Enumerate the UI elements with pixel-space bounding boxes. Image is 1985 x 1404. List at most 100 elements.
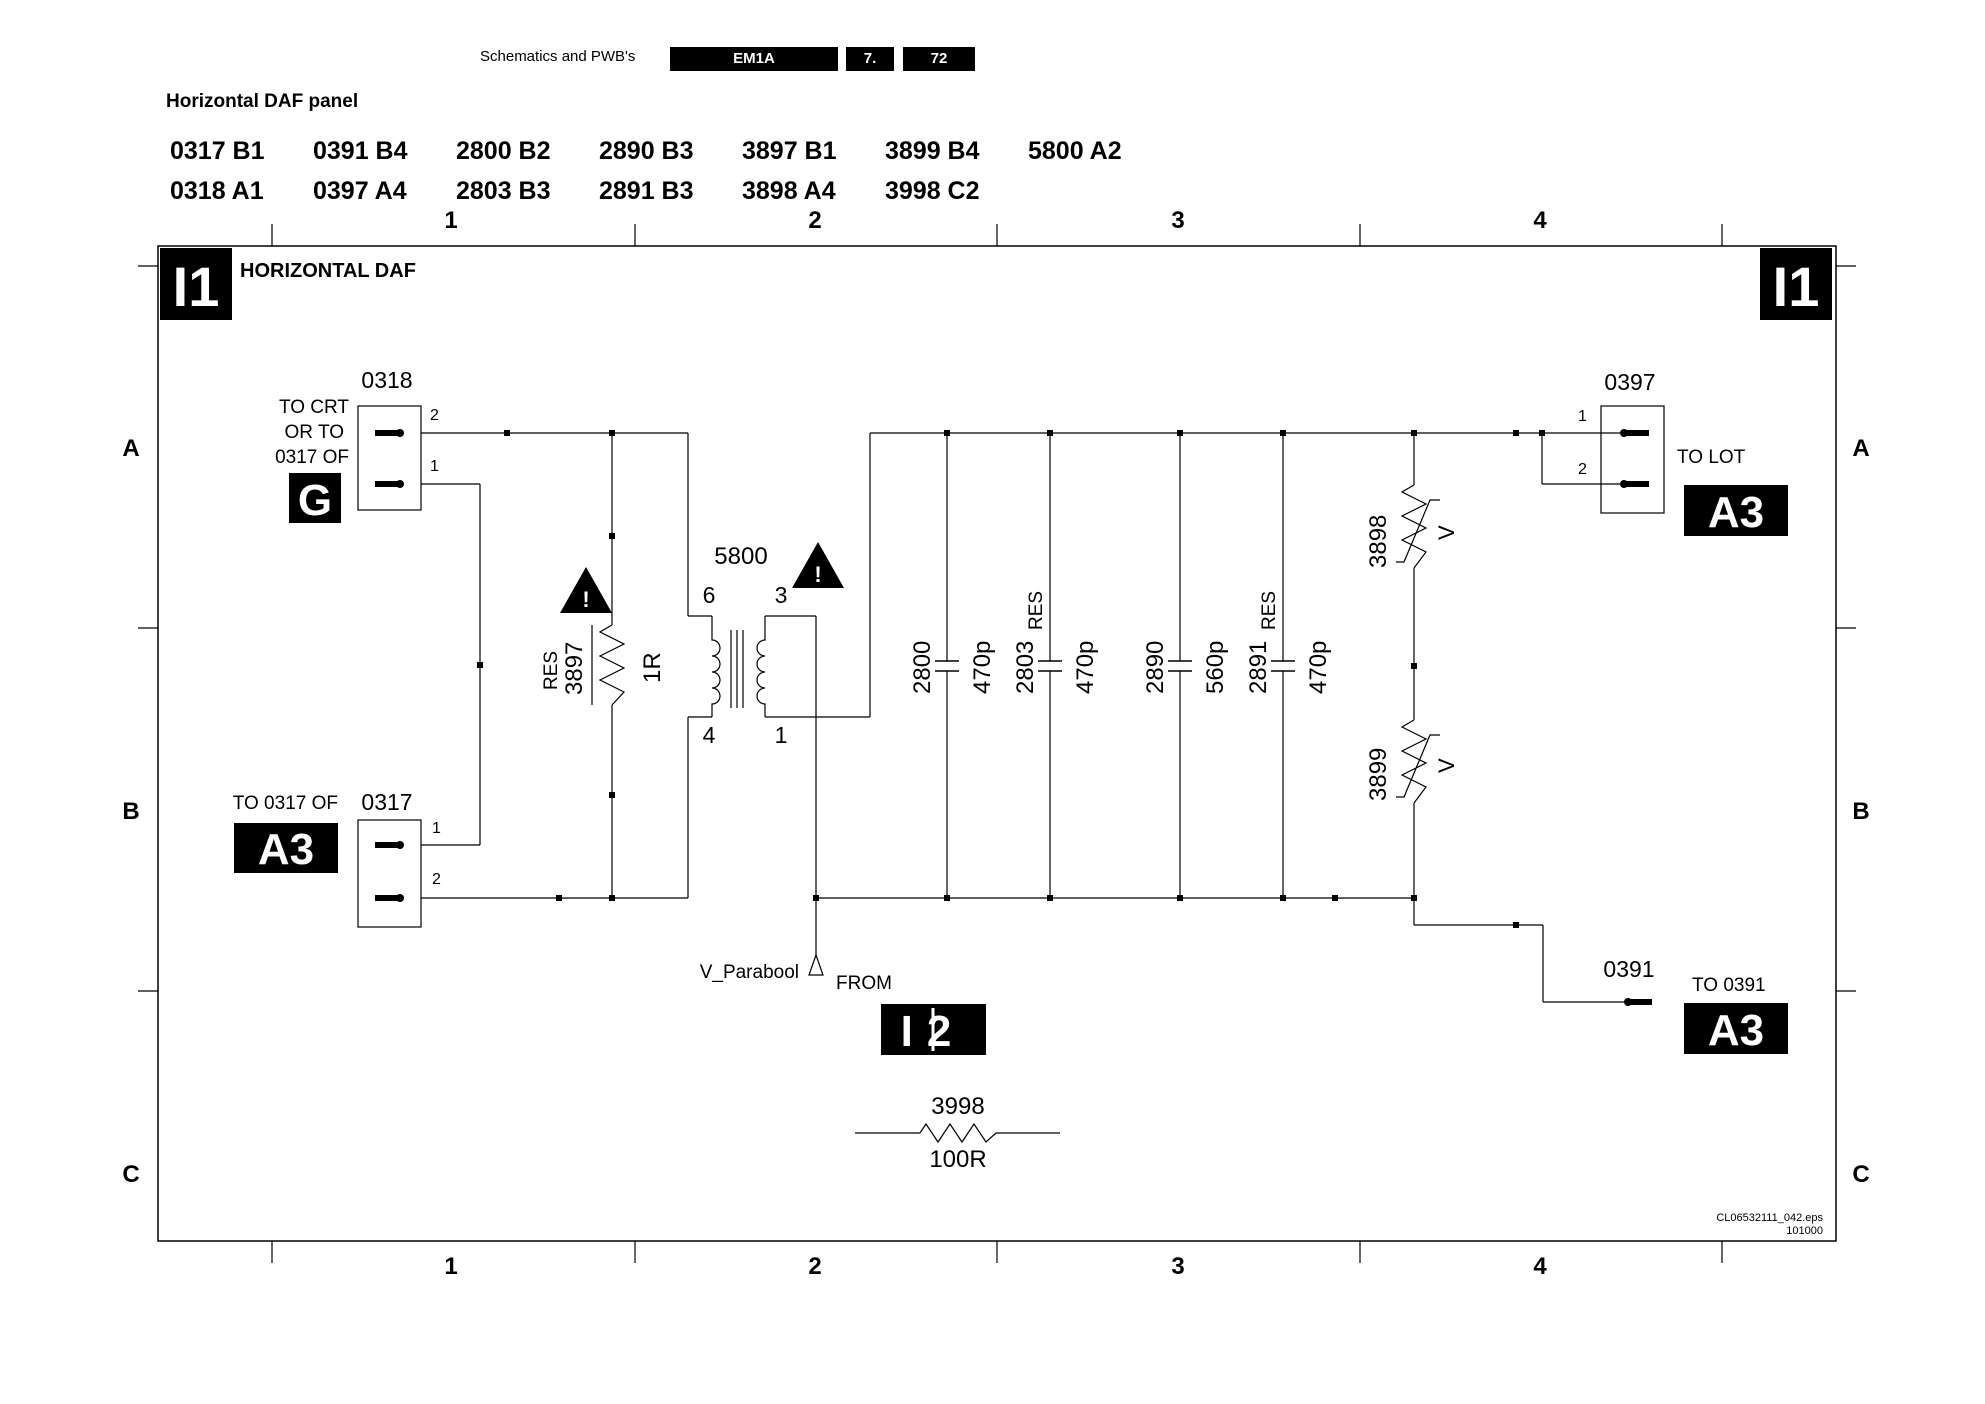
component-ref: 3998 — [931, 1093, 984, 1120]
grid-ticks — [138, 224, 1856, 1263]
pin-number: 1 — [432, 820, 441, 837]
sheet-tag: A3 — [258, 825, 314, 874]
index-entry: 2891 B3 — [599, 177, 694, 205]
header-model: EM1A — [670, 47, 838, 71]
capacitor-ref: 2800 — [909, 641, 936, 694]
diagram-frame — [157, 245, 1837, 1242]
sheet-tag: A3 — [1708, 488, 1764, 537]
connector-desc: TO CRT — [279, 397, 349, 418]
component-note: RES — [541, 651, 562, 690]
warning-icon: ! — [560, 567, 612, 613]
header-chapter: 7. — [846, 47, 894, 71]
index-entry: 0317 B1 — [170, 137, 265, 165]
index-entry: 0318 A1 — [170, 177, 264, 205]
sheet-id-block-right — [1760, 248, 1832, 320]
svg-text:!: ! — [582, 587, 589, 612]
pin-number: 1 — [775, 722, 788, 748]
pin-number: 1 — [430, 458, 439, 475]
input-arrow-icon — [808, 953, 824, 976]
grid-col-label: 1 — [444, 207, 457, 234]
capacitor-labels: 2800 470p 2803 RES 470p 2890 560p 2891 R… — [909, 591, 1332, 694]
grid-row-label: C — [1852, 1161, 1869, 1188]
index-entry: 2800 B2 — [456, 137, 551, 165]
index-entry: 3897 B1 — [742, 137, 837, 165]
connector-ref: 0317 — [361, 789, 412, 815]
connector-ref: 0397 — [1604, 369, 1655, 395]
capacitor-value: 470p — [1305, 641, 1332, 694]
component-value: 100R — [929, 1146, 986, 1173]
sheet-id-block-left — [160, 248, 232, 320]
connector-desc: TO 0391 — [1692, 975, 1766, 996]
sheet-tag: A3 — [1708, 1006, 1764, 1055]
warning-icon: ! — [792, 542, 844, 588]
component-ref: 3897 — [561, 642, 588, 695]
grid-col-label: 4 — [1533, 207, 1547, 234]
grid-col-label: 1 — [444, 1253, 457, 1280]
connector-desc: TO 0317 OF — [233, 793, 338, 814]
index-entry: 3998 C2 — [885, 177, 980, 205]
grid-row-label: C — [122, 1161, 139, 1188]
pin-number: 2 — [1578, 461, 1587, 478]
connector-0391: 0391 TO 0391 A3 — [1603, 956, 1788, 1055]
connector-desc: OR TO — [285, 422, 344, 443]
index-entry: 5800 A2 — [1028, 137, 1122, 165]
panel-title: Horizontal DAF panel — [166, 91, 359, 112]
index-entry: 0397 A4 — [313, 177, 407, 205]
capacitor-value: 560p — [1202, 641, 1229, 694]
capacitor-value: 470p — [969, 641, 996, 694]
component-ref: 5800 — [714, 543, 767, 570]
index-entry: 3899 B4 — [885, 137, 980, 165]
pin-number: 6 — [703, 582, 716, 608]
vdr-mark: V — [1434, 525, 1459, 540]
pin-number: 3 — [775, 582, 788, 608]
pin-number: 1 — [1578, 408, 1587, 425]
resistor-3897: RES 3897 1R — [541, 624, 666, 706]
wires — [404, 432, 1628, 1134]
input-label: V_Parabool — [700, 962, 799, 983]
connector-0397: 0397 1 2 TO LOT A3 — [1578, 369, 1788, 537]
grid-row-label: B — [1852, 798, 1869, 825]
connector-0317: 0317 1 2 TO 0317 OF A3 — [233, 789, 441, 928]
sheet-tag: G — [298, 476, 332, 525]
grid-col-label: 2 — [808, 207, 821, 234]
sheet-id-right: I1 — [1773, 255, 1820, 318]
connector-ref: 0391 — [1603, 956, 1654, 982]
diagram-title: HORIZONTAL DAF — [240, 260, 416, 282]
input-from: FROM — [836, 973, 892, 994]
vdr-3899 — [1396, 719, 1440, 804]
svg-text:!: ! — [814, 562, 821, 587]
file-reference: CL06532111_042.eps — [1716, 1212, 1823, 1224]
connector-desc: 0317 OF — [275, 447, 349, 468]
grid-col-label: 2 — [808, 1253, 821, 1280]
grid-col-label: 3 — [1171, 207, 1184, 234]
sheet-tag: I2 — [901, 1007, 966, 1056]
resistor-3998 — [919, 1122, 997, 1144]
index-entry: 3898 A4 — [742, 177, 836, 205]
header-section: Schematics and PWB's — [480, 48, 636, 65]
pin-number: 2 — [432, 871, 441, 888]
junction-dots — [477, 430, 1545, 928]
capacitor-ref: 2890 — [1142, 641, 1169, 694]
grid-row-label: A — [122, 435, 139, 462]
grid-col-label: 4 — [1533, 1253, 1547, 1280]
capacitor-note: RES — [1026, 591, 1047, 630]
capacitor-ref: 2803 — [1012, 641, 1039, 694]
capacitor-value: 470p — [1072, 641, 1099, 694]
vdr-ref: 3898 — [1365, 515, 1392, 568]
vdr-mark: V — [1434, 758, 1459, 773]
sheet-id-left: I1 — [173, 255, 220, 318]
capacitor-ref: 2891 — [1245, 641, 1272, 694]
component-value: 1R — [639, 652, 666, 683]
grid-row-label: B — [122, 798, 139, 825]
connector-ref: 0318 — [361, 367, 412, 393]
vdr-3898 — [1396, 484, 1440, 569]
index-entry: 2890 B3 — [599, 137, 694, 165]
capacitor-note: RES — [1259, 591, 1280, 630]
transformer-5800 — [711, 616, 766, 717]
grid-col-label: 3 — [1171, 1253, 1184, 1280]
index-entry: 2803 B3 — [456, 177, 551, 205]
capacitor-symbols — [935, 660, 1295, 672]
header-page: 72 — [903, 47, 975, 71]
grid-row-label: A — [1852, 435, 1869, 462]
